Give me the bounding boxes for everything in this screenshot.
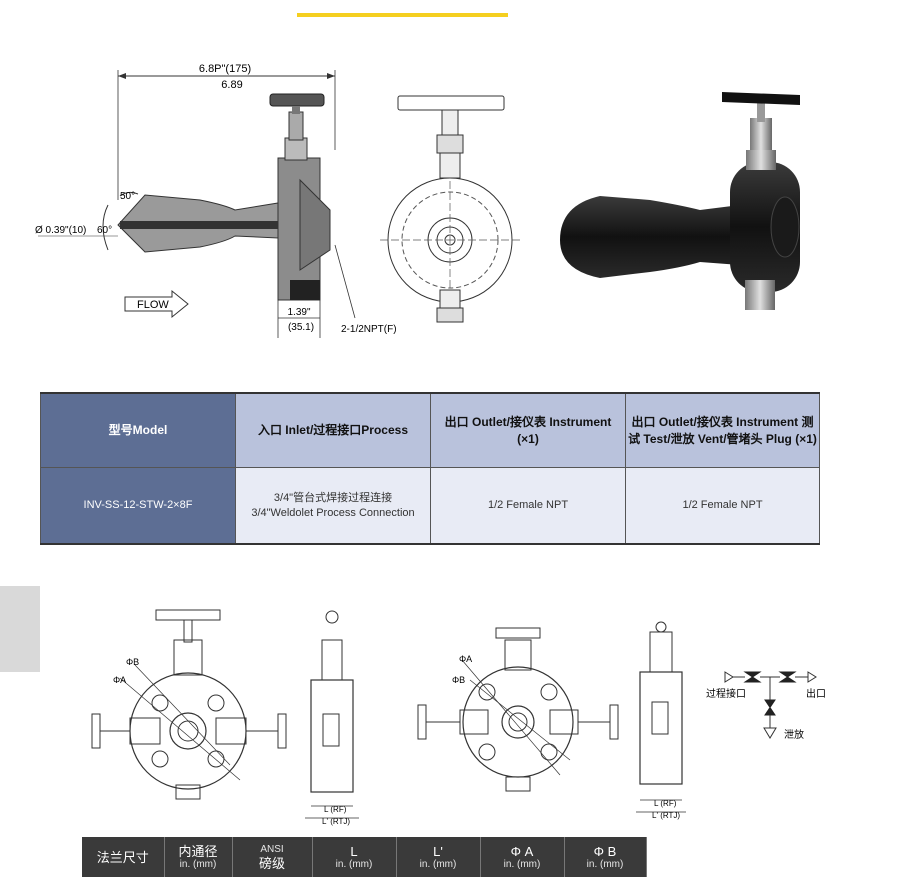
cell-inlet-line2: 3/4"Weldolet Process Connection bbox=[251, 506, 415, 519]
flange-header-l-prime: L'in. (mm) bbox=[396, 837, 481, 877]
dim-total-bottom: 6.89 bbox=[221, 79, 242, 91]
dim-small-bottom: (35.1) bbox=[288, 322, 314, 333]
manifold-drawing-bottom: ΦB ΦA L (RF) L' (RTJ) ΦA ΦB L (RF) L' (R… bbox=[91, 609, 826, 826]
spec-table: 型号Model 入口 Inlet/过程接口Process 出口 Outlet/接… bbox=[40, 392, 820, 545]
right-l-rtj: L' (RTJ) bbox=[652, 811, 680, 820]
table-row: INV-SS-12-STW-2×8F 3/4"管台式焊接过程连接 3/4"Wel… bbox=[40, 467, 820, 545]
spec-table-header-row: 型号Model 入口 Inlet/过程接口Process 出口 Outlet/接… bbox=[40, 392, 820, 468]
header-outlet: 出口 Outlet/接仪表 Instrument (×1) bbox=[430, 392, 626, 468]
cell-outlet1: 1/2 Female NPT bbox=[430, 467, 626, 545]
cell-inlet-line1: 3/4"管台式焊接过程连接 bbox=[273, 491, 393, 504]
valve-drawing-top: 6.8P"(175) 6.89 50° Ø 0.39"(10) 60° FLOW… bbox=[35, 63, 800, 338]
cell-outlet2: 1/2 Female NPT bbox=[625, 467, 820, 545]
schematic-vent-label: 泄放 bbox=[784, 728, 804, 741]
right-phi-b: ΦB bbox=[452, 675, 465, 685]
right-phi-a: ΦA bbox=[459, 654, 472, 664]
cell-model: INV-SS-12-STW-2×8F bbox=[40, 467, 236, 545]
npt-label: 2-1/2NPT(F) bbox=[341, 324, 397, 335]
left-phi-a: ΦA bbox=[113, 675, 126, 685]
flow-label: FLOW bbox=[137, 299, 169, 311]
right-l-rf: L (RF) bbox=[654, 799, 677, 808]
cell-inlet: 3/4"管台式焊接过程连接 3/4"Weldolet Process Conne… bbox=[235, 467, 431, 545]
dim-total-top: 6.8P"(175) bbox=[199, 63, 251, 75]
header-model: 型号Model bbox=[40, 392, 236, 468]
flange-header-size: 法兰尺寸 bbox=[82, 837, 165, 877]
schematic-outlet-label: 出口 bbox=[806, 687, 826, 700]
header-outlet-test: 出口 Outlet/接仪表 Instrument 测试 Test/泄放 Vent… bbox=[625, 392, 820, 468]
side-tab bbox=[0, 586, 40, 672]
left-phi-b: ΦB bbox=[126, 657, 139, 667]
dim-small-top: 1.39" bbox=[287, 307, 310, 318]
bore-label: Ø 0.39"(10) bbox=[35, 225, 86, 236]
header-inlet: 入口 Inlet/过程接口Process bbox=[235, 392, 431, 468]
angle-side-label: 60° bbox=[97, 225, 112, 236]
schematic-process-label: 过程接口 bbox=[706, 687, 746, 700]
header-accent-bar bbox=[297, 13, 508, 17]
left-l-rtj: L' (RTJ) bbox=[322, 817, 350, 826]
angle-top-label: 50° bbox=[120, 191, 135, 202]
left-l-rf: L (RF) bbox=[324, 805, 347, 814]
